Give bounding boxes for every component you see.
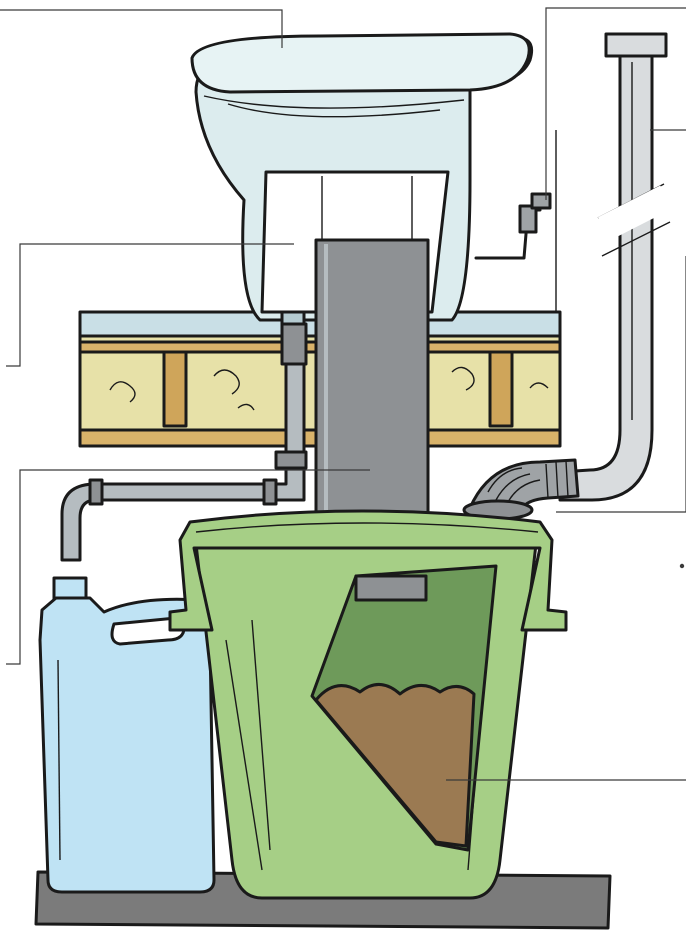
toilet-seat: [192, 34, 529, 92]
vent-pipe-body: [560, 56, 652, 500]
fan-switch: [476, 130, 556, 312]
floor-joist: [164, 346, 186, 426]
floor-joist: [490, 346, 512, 426]
vent-pipe-cap: [606, 34, 666, 56]
vent-pipe: [560, 34, 672, 500]
compost-bin: [170, 511, 566, 898]
label-dot: [680, 564, 684, 568]
flexible-hose: [464, 460, 578, 519]
